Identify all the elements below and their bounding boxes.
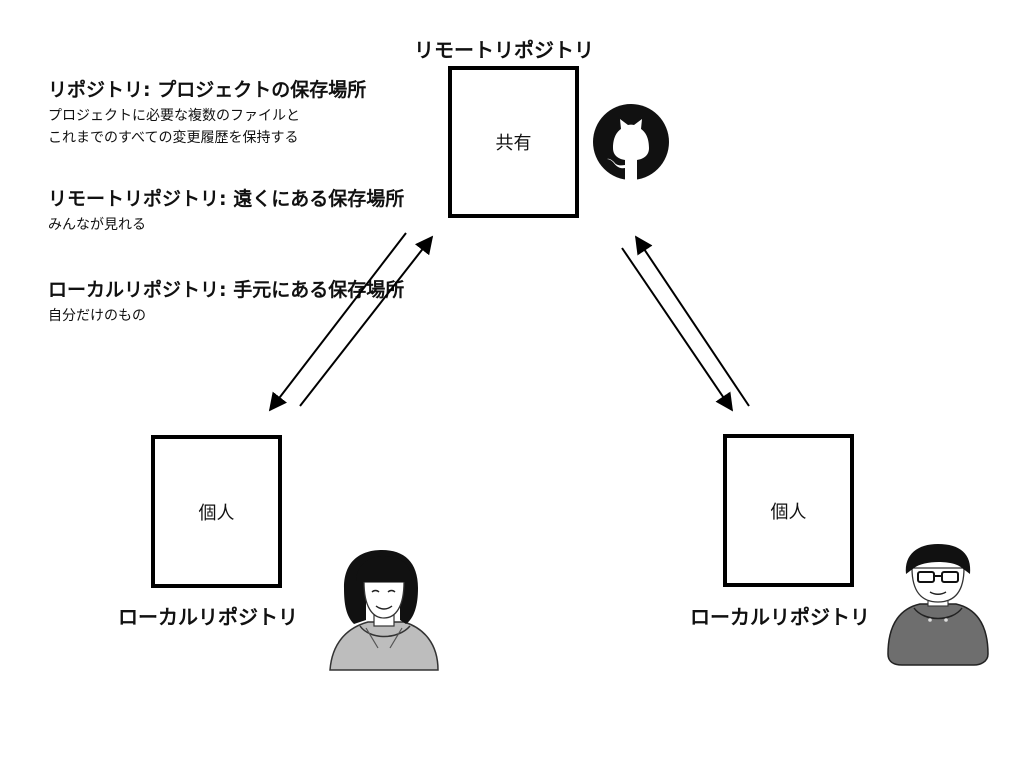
remote-repository-heading: リモートリポジトリ <box>414 38 594 62</box>
definition-repository-line: これまでのすべての変更履歴を保持する <box>48 130 299 146</box>
definitions-panel: リポジトリ: プロジェクトの保存場所 プロジェクトに必要な複数のファイルと これ… <box>48 78 404 327</box>
definition-remote-title: リモートリポジトリ: 遠くにある保存場所 <box>48 188 405 210</box>
definition-repository-line: プロジェクトに必要な複数のファイルと <box>48 108 300 124</box>
arrow-push-from-right <box>634 235 750 407</box>
arrow-push-from-left <box>299 235 434 407</box>
definition-local-line: 自分だけのもの <box>48 308 146 324</box>
arrow-pull-to-left <box>268 232 407 412</box>
local-box-label: 個人 <box>198 502 235 524</box>
man-with-glasses-avatar-icon <box>887 544 989 666</box>
woman-avatar-icon <box>329 550 439 671</box>
definition-repository-title: リポジトリ: プロジェクトの保存場所 <box>48 79 367 101</box>
local-box-label: 個人 <box>770 501 807 523</box>
remote-box-label: 共有 <box>495 133 532 154</box>
arrow-pull-to-right <box>621 247 734 412</box>
local-repository-box-right: 個人 <box>723 434 854 587</box>
remote-repository-box: 共有 <box>448 66 579 218</box>
definition-remote-line: みんなが見れる <box>48 217 146 233</box>
local-repository-box-left: 個人 <box>151 435 282 588</box>
local-repository-heading-right: ローカルリポジトリ <box>690 605 870 629</box>
local-repository-heading-left: ローカルリポジトリ <box>118 605 298 629</box>
definition-local-title: ローカルリポジトリ: 手元にある保存場所 <box>48 279 405 301</box>
github-octocat-icon <box>593 104 669 180</box>
